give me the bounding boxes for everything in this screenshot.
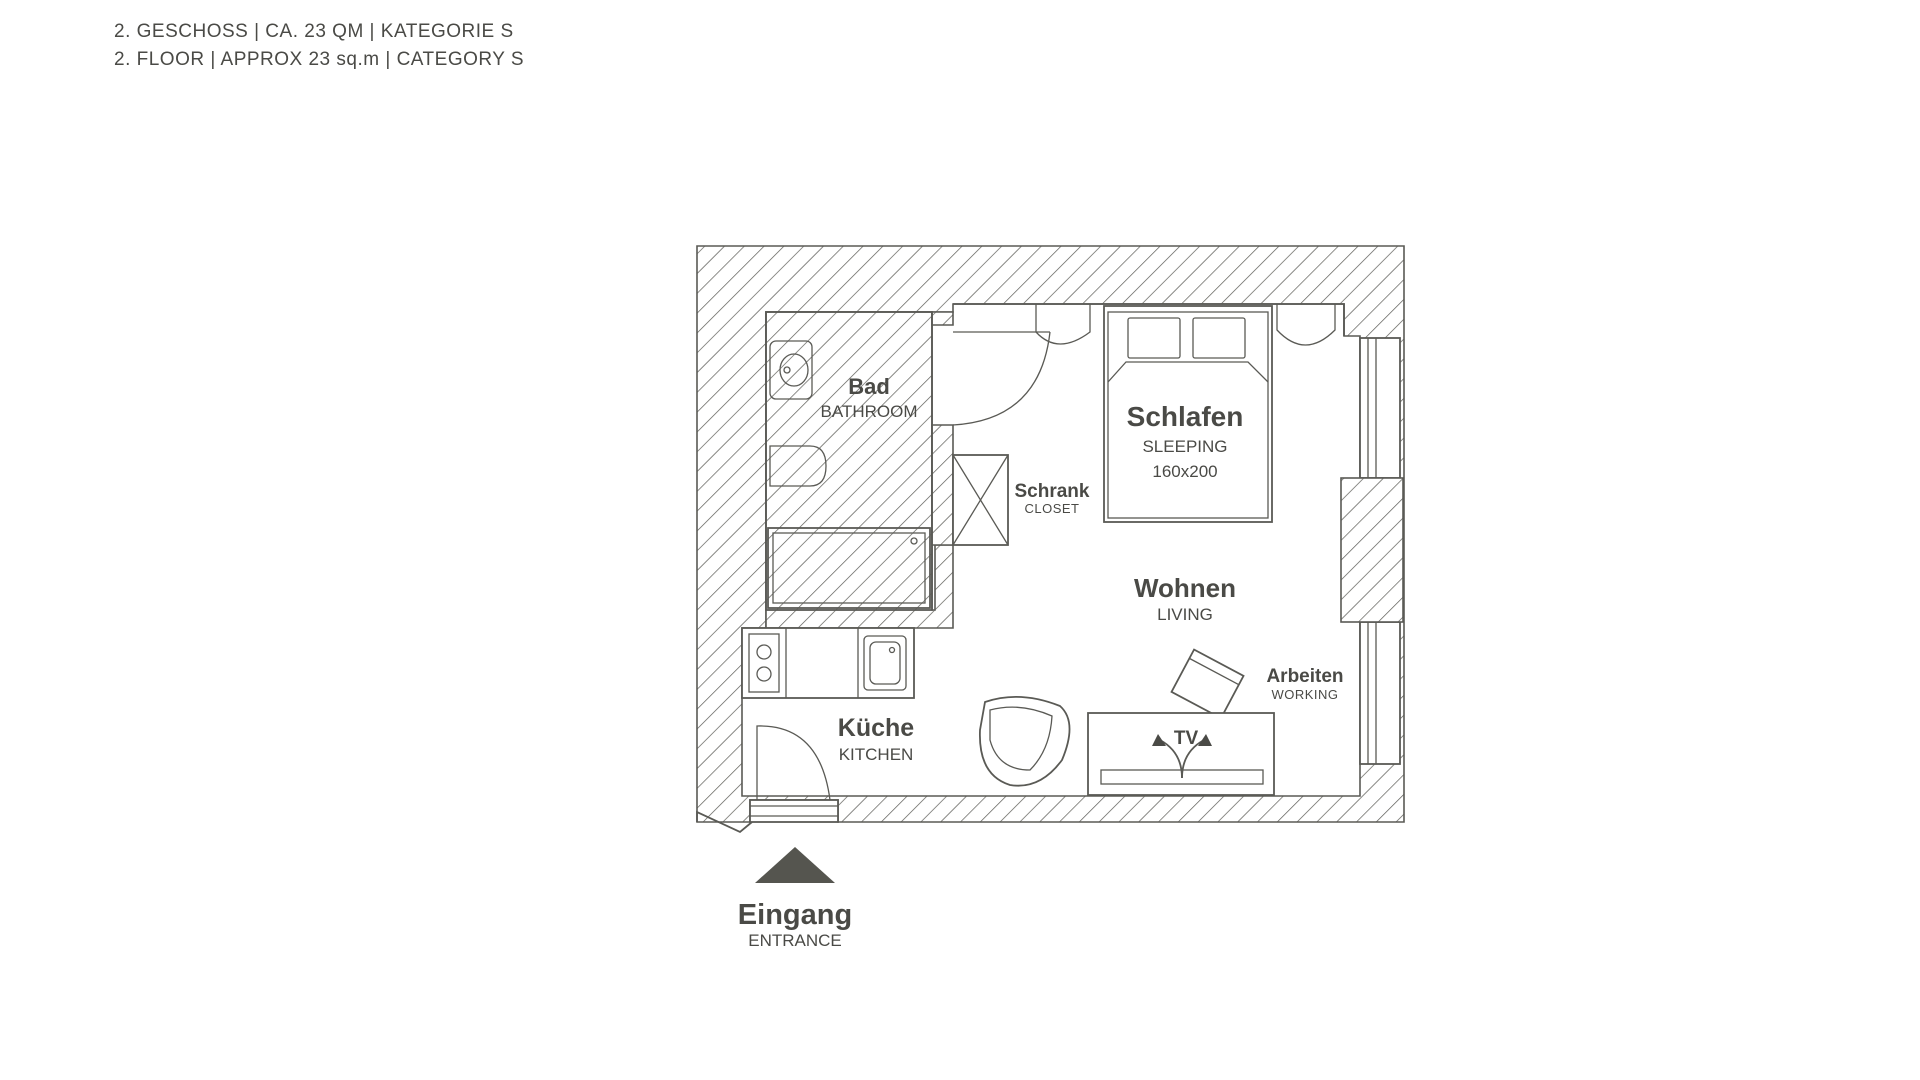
label-bed-size: 160x200 (1152, 462, 1217, 481)
armchair-icon (979, 695, 1071, 787)
label-closet-de: Schrank (1015, 481, 1090, 502)
entrance-door-swing-icon[interactable] (756, 725, 831, 801)
desk (1087, 712, 1275, 796)
top-fixture-right-icon (1276, 304, 1336, 346)
label-entrance-de: Eingang (738, 899, 852, 931)
room-outline (953, 303, 1345, 346)
entrance-arrow-icon (755, 847, 835, 883)
toilet-icon (769, 445, 827, 487)
header-line-german: 2. GESCHOSS | CA. 23 QM | KATEGORIE S (114, 21, 514, 42)
label-living-de: Wohnen (1134, 573, 1236, 603)
label-working-en: WORKING (1271, 687, 1338, 702)
label-kitchen-en: KITCHEN (839, 745, 914, 764)
pillow-right-icon (1192, 317, 1246, 359)
pillow-left-icon (1127, 317, 1181, 359)
top-fixture-left-icon (1035, 304, 1091, 345)
kitchen (741, 627, 915, 699)
arrow-left-icon (1152, 734, 1166, 746)
closet (952, 454, 1009, 546)
label-working-de: Arbeiten (1266, 666, 1343, 687)
label-sleeping-de: Schlafen (1127, 401, 1244, 432)
label-living-en: LIVING (1157, 605, 1213, 624)
bed (1103, 305, 1273, 523)
header-line-english: 2. FLOOR | APPROX 23 sq.m | CATEGORY S (114, 49, 525, 70)
kitchen-counter (741, 627, 915, 699)
window-pier (1340, 477, 1404, 623)
label-bathroom-en: BATHROOM (821, 402, 918, 421)
label-tv: TV (1174, 728, 1199, 749)
label-kitchen-de: Küche (838, 714, 915, 742)
sink-icon (769, 340, 813, 400)
label-bathroom-de: Bad (848, 374, 890, 399)
window-upper (1359, 337, 1401, 479)
entrance-door[interactable] (749, 725, 839, 823)
desk-chair-icon (1170, 648, 1245, 720)
desk-tv-unit (1087, 712, 1275, 796)
bathroom-walls (765, 311, 954, 629)
bathroom (765, 311, 1051, 611)
label-entrance-en: ENTRANCE (748, 931, 842, 950)
bed-icon (1103, 305, 1273, 523)
bathtub-icon (767, 527, 931, 609)
stove-icon (748, 633, 780, 693)
arrow-right-icon (1198, 734, 1212, 746)
window-lower (1359, 621, 1401, 765)
label-sleeping-en: SLEEPING (1142, 437, 1227, 456)
desk-chair (1170, 648, 1245, 720)
plan-header: 2. GESCHOSS | CA. 23 QM | KATEGORIE S 2.… (114, 18, 524, 74)
label-closet-en: CLOSET (1024, 501, 1079, 516)
bathroom-door-icon[interactable] (952, 331, 1051, 426)
kitchen-sink-icon (863, 635, 907, 691)
armchair (979, 695, 1071, 787)
